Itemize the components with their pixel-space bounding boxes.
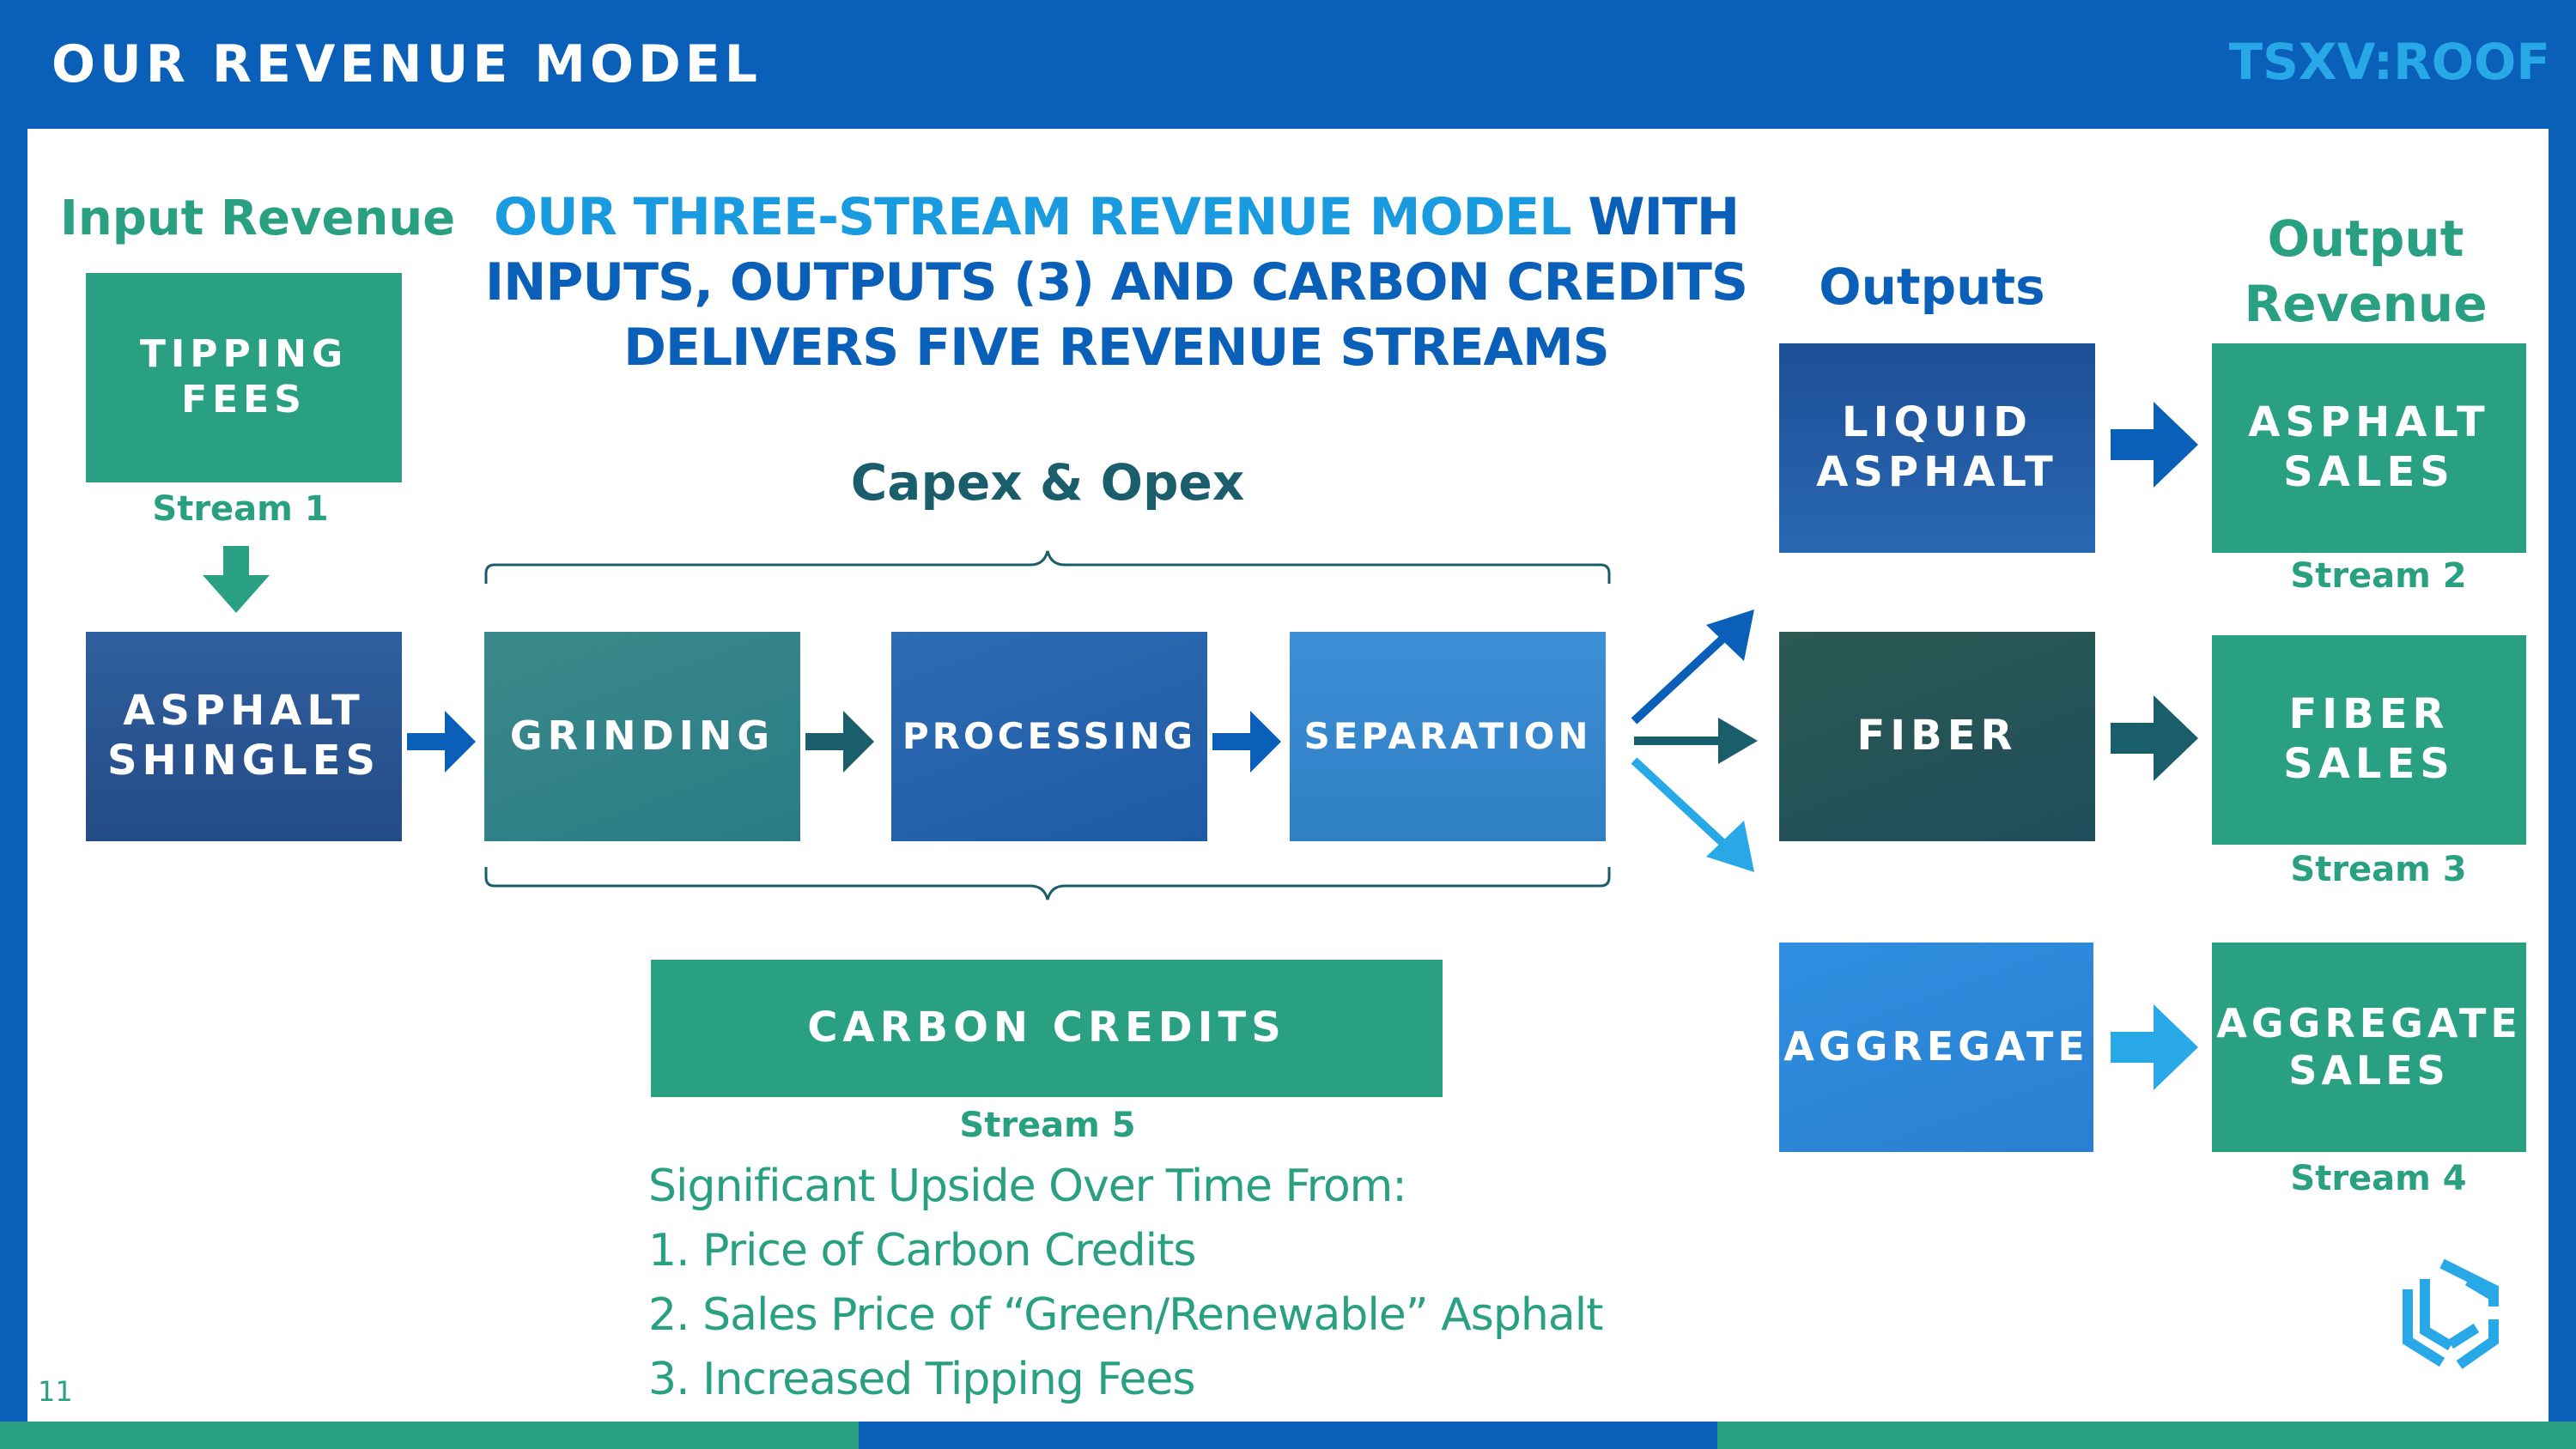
page-number: 11	[38, 1375, 73, 1408]
arrow-right-icon	[2111, 695, 2198, 781]
page-title: OUR REVENUE MODEL	[52, 34, 762, 94]
fiber-sales-line2: SALES	[2283, 740, 2455, 788]
fiber-label: FIBER	[1856, 712, 2018, 761]
arrow-right-icon	[1212, 711, 1281, 773]
asphalt-sales-line1: ASPHALT	[2248, 398, 2490, 447]
upside-title: Significant Upside Over Time From:	[648, 1161, 1407, 1212]
arrow-right-icon	[805, 711, 874, 773]
stream-2-label: Stream 2	[2290, 556, 2467, 596]
upside-item-3: 3. Increased Tipping Fees	[648, 1354, 1195, 1405]
processing-label: PROCESSING	[902, 714, 1197, 757]
asphalt-sales-line2: SALES	[2283, 448, 2455, 496]
split-arrows-icon	[1631, 609, 1758, 872]
tipping-fees-box: TIPPING FEES	[86, 273, 402, 482]
stream-5-label: Stream 5	[959, 1106, 1136, 1145]
input-revenue-heading: Input Revenue	[60, 191, 456, 246]
tipping-fees-line2: FEES	[181, 378, 307, 421]
footer-bar-right	[1717, 1422, 2576, 1449]
carbon-credits-box: CARBON CREDITS	[651, 960, 1443, 1097]
aggregate-box: AGGREGATE	[1779, 943, 2093, 1152]
stream-4-label: Stream 4	[2290, 1159, 2467, 1198]
aggregate-label: AGGREGATE	[1783, 1023, 2089, 1070]
output-revenue-line2: Revenue	[2244, 275, 2488, 333]
stream-1-label: Stream 1	[152, 489, 329, 529]
main-heading: OUR THREE-STREAM REVENUE MODEL WITH INPU…	[481, 185, 1752, 380]
upside-item-2: 2. Sales Price of “Green/Renewable” Asph…	[648, 1289, 1604, 1341]
grinding-label: GRINDING	[509, 712, 775, 760]
main-heading-line3: DELIVERS FIVE REVENUE STREAMS	[623, 318, 1610, 378]
aggregate-sales-line2: SALES	[2288, 1047, 2450, 1094]
tipping-fees-line1: TIPPING	[139, 332, 349, 377]
carbon-credits-label: CARBON CREDITS	[807, 1003, 1286, 1052]
stream-3-label: Stream 3	[2290, 850, 2467, 889]
footer-bar-middle	[859, 1422, 1717, 1449]
outputs-heading: Outputs	[1819, 258, 2045, 316]
company-logo-icon	[2403, 1258, 2499, 1369]
aggregate-sales-box: AGGREGATE SALES	[2212, 943, 2526, 1152]
grinding-step: GRINDING	[484, 632, 800, 841]
footer-bar-left	[0, 1422, 859, 1449]
main-heading-line1: OUR THREE-STREAM REVENUE MODEL WITH	[481, 185, 1752, 250]
main-heading-line2: INPUTS, OUTPUTS (3) AND CARBON CREDITS	[484, 252, 1748, 312]
fiber-sales-line1: FIBER	[2288, 690, 2450, 739]
separation-label: SEPARATION	[1303, 714, 1592, 757]
upside-item-1: 1. Price of Carbon Credits	[648, 1225, 1197, 1276]
asphalt-shingles-box: ASPHALT SHINGLES	[86, 632, 402, 841]
arrow-right-icon	[2111, 402, 2198, 488]
arrow-right-icon	[407, 711, 476, 773]
capex-bracket-icon	[484, 550, 1611, 900]
aggregate-sales-line1: AGGREGATE	[2216, 999, 2522, 1046]
liquid-asphalt-box: LIQUID ASPHALT	[1779, 343, 2095, 553]
output-revenue-heading: Output Revenue	[2211, 206, 2520, 336]
processing-step: PROCESSING	[891, 632, 1207, 841]
liquid-asphalt-line1: LIQUID	[1842, 398, 2032, 447]
fiber-sales-box: FIBER SALES	[2212, 635, 2526, 845]
asphalt-shingles-line2: SHINGLES	[106, 737, 381, 785]
asphalt-sales-box: ASPHALT SALES	[2212, 343, 2526, 553]
fiber-box: FIBER	[1779, 632, 2095, 841]
asphalt-shingles-line1: ASPHALT	[123, 687, 365, 736]
content-panel	[27, 129, 2549, 1422]
separation-step: SEPARATION	[1290, 632, 1606, 841]
header-bar	[0, 0, 2576, 129]
down-arrow-icon	[203, 546, 270, 613]
arrow-right-icon	[2111, 1004, 2198, 1090]
output-revenue-line1: Output	[2267, 209, 2464, 268]
ticker-symbol: TSXV:ROOF	[2228, 33, 2550, 91]
main-heading-accent: OUR THREE-STREAM REVENUE MODEL	[493, 187, 1572, 247]
main-heading-line1-rest: WITH	[1571, 187, 1740, 247]
liquid-asphalt-line2: ASPHALT	[1816, 448, 2058, 496]
capex-opex-heading: Capex & Opex	[850, 453, 1245, 512]
